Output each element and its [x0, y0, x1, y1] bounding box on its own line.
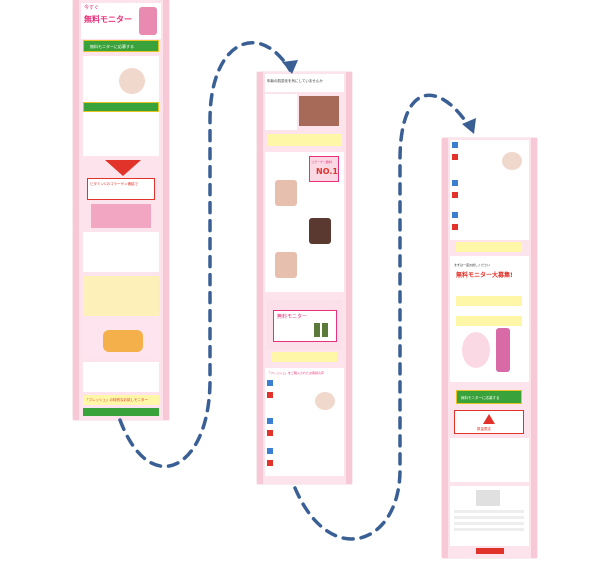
- model-image: [275, 252, 297, 278]
- building-image: [299, 96, 339, 126]
- flow-arrow-1: [118, 41, 292, 468]
- product-box: [91, 204, 151, 228]
- product-image: [139, 7, 157, 35]
- monitor-title: 無料モニター大募集!: [456, 272, 513, 279]
- voice-section: [450, 140, 529, 240]
- monitor-banner: 無料モニター: [267, 300, 342, 350]
- highlight-text: [271, 352, 337, 362]
- fruit-image: [103, 330, 143, 352]
- cta-button[interactable]: 無料モニターに応募する: [83, 40, 159, 52]
- arrowhead-2: [462, 118, 476, 134]
- content-section: [83, 232, 159, 272]
- footer-note: 「フレッシュ」の特別なお試しモニター: [83, 395, 159, 405]
- warning-box: 数量限定: [454, 410, 524, 434]
- cta-button-3[interactable]: [83, 408, 159, 416]
- flow-arrow-2: [293, 93, 472, 541]
- hero-small-text: 今すぐ: [84, 5, 100, 11]
- submit-button[interactable]: [476, 548, 504, 554]
- product-image: 無料モニター: [273, 310, 337, 342]
- step-section: [83, 276, 159, 316]
- monitor-section: まずは一度お試しください 無料モニター大募集!: [450, 256, 529, 382]
- warning-icon: [483, 414, 495, 424]
- cta-button[interactable]: 無料モニターに応募する: [456, 390, 522, 404]
- arrowhead-1: [282, 60, 298, 74]
- form-image: [476, 490, 500, 506]
- model-image: [119, 68, 145, 94]
- red-arrow-down: [105, 160, 141, 176]
- form-section: [450, 486, 529, 546]
- cta-button-2[interactable]: [83, 102, 159, 112]
- voice-section: 「フレッシュ」をご購入されたお客様の声: [265, 368, 344, 476]
- page-strip-3: まずは一度お試しください 無料モニター大募集! 無料モニターに応募する 数量限定: [442, 138, 537, 558]
- highlight-banner: ビタミンCのコラーゲン補給で: [87, 178, 155, 200]
- hero-title: 無料モニター: [84, 15, 132, 24]
- model-image: [309, 218, 331, 244]
- content-section: [265, 94, 297, 130]
- content-section: [83, 116, 159, 156]
- content-section: [83, 362, 159, 392]
- no1-badge: コラーゲン飲料 NO.1: [309, 156, 339, 182]
- intro-text: 年齢の肌変化を気にしていませんか: [265, 74, 344, 92]
- model-image: [275, 180, 297, 206]
- page-strip-2: 年齢の肌変化を気にしていませんか コラーゲン飲料 NO.1 無料モニター 「フレ…: [257, 72, 352, 484]
- page-strip-1: 今すぐ 無料モニター 無料モニターに応募する ビタミンCのコラーゲン補給で 「フ…: [73, 0, 169, 420]
- content-section: [450, 438, 529, 482]
- product-bottle: [496, 328, 510, 372]
- highlight-text: [456, 242, 522, 252]
- highlight-text: [267, 134, 342, 146]
- hero-banner: 今すぐ 無料モニター: [81, 3, 161, 39]
